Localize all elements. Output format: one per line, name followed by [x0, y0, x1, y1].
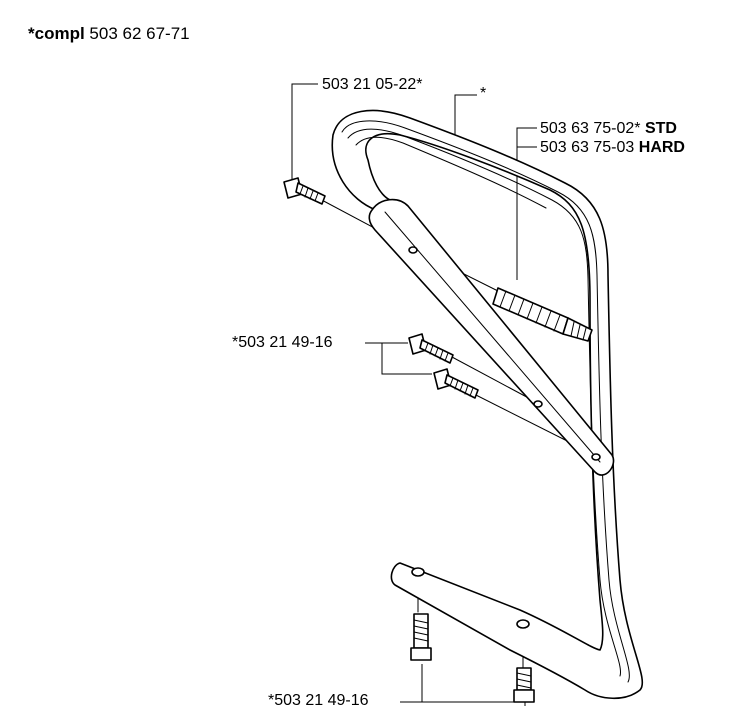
leader-screw-top — [291, 83, 318, 180]
screw-top — [283, 177, 326, 205]
vibration-damper — [492, 287, 593, 342]
leader-screws-bottom-left — [400, 664, 423, 703]
axis-screw-mid-1 — [451, 356, 537, 403]
damper-hard-number: 503 63 75-03 — [540, 139, 635, 156]
strut-hole-1 — [408, 246, 418, 254]
assembly-prefix: *compl — [28, 24, 85, 43]
label-handle: * — [480, 85, 487, 102]
front-handle — [331, 109, 644, 700]
assembly-header: *compl 503 62 67-71 — [28, 24, 190, 44]
damper-std-number: 503 63 75-02* — [540, 120, 641, 137]
strut-hole-3 — [591, 453, 601, 461]
label-damper-hard: 503 63 75-03 HARD — [540, 139, 685, 157]
label-screws-bottom: *503 21 49-16 — [268, 692, 369, 709]
leader-handle — [454, 94, 477, 136]
screw-mid-1 — [408, 333, 454, 364]
screw-mid-2 — [433, 368, 479, 399]
label-screw-top: 503 21 05-22* — [322, 76, 423, 93]
screw-bottom-1 — [410, 613, 432, 661]
damper-hard-tag: HARD — [638, 139, 685, 156]
handle-strut — [368, 198, 615, 476]
leader-screws-bottom-right — [422, 701, 526, 706]
bracket-hole-1 — [411, 567, 425, 577]
label-damper-std: 503 63 75-02* STD — [540, 120, 677, 138]
leader-screws-mid — [365, 342, 432, 375]
bracket-hole-2 — [516, 619, 530, 629]
screw-bottom-2 — [513, 667, 535, 703]
strut-hole-2 — [533, 400, 543, 408]
label-screws-mid: *503 21 49-16 — [232, 334, 333, 351]
leader-damper — [516, 127, 537, 280]
assembly-number: 503 62 67-71 — [89, 24, 190, 43]
damper-std-tag: STD — [644, 120, 677, 137]
